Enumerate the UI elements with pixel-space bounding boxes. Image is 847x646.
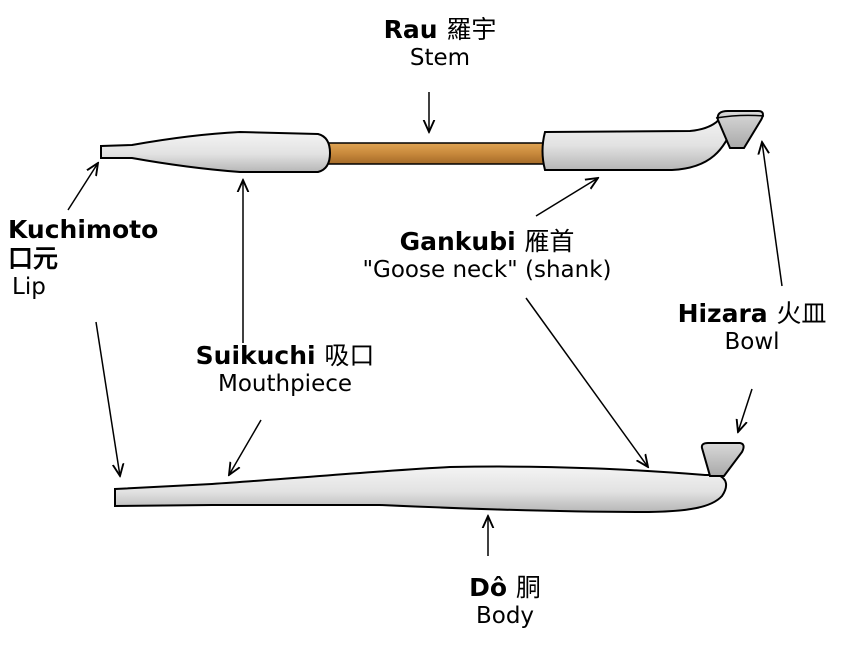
pipe-body-do (114, 465, 728, 514)
arrow-bowl-bottom (738, 388, 753, 432)
rau-kanji: 羅宇 (446, 15, 497, 44)
kuchimoto-english: Lip (12, 273, 46, 300)
arrow-bowl-top (762, 142, 783, 287)
bottom-pipe (114, 442, 745, 514)
arrow-mouthpiece-bottom (229, 419, 262, 475)
mouthpiece-suikuchi (100, 130, 332, 173)
label-rau: Rau 羅宇 Stem (355, 15, 525, 71)
hizara-kanji: 火皿 (776, 299, 827, 328)
label-hizara: Hizara 火皿 Bowl (662, 299, 842, 355)
label-kuchimoto: Kuchimoto 口元 Lip (8, 215, 178, 300)
kuchimoto-kanji: 口元 (8, 243, 59, 273)
rau-romaji: Rau (383, 15, 438, 44)
label-do: Dô 胴 Body (445, 573, 565, 629)
hizara-english: Bowl (724, 328, 780, 355)
hizara-romaji: Hizara (677, 299, 768, 328)
gankubi-romaji: Gankubi (399, 227, 516, 256)
do-romaji: Dô (469, 573, 508, 602)
bowl-hizara (716, 110, 764, 149)
label-suikuchi: Suikuchi 吸口 Mouthpiece (180, 341, 390, 397)
suikuchi-kanji: 吸口 (324, 341, 375, 370)
bottom-bowl (700, 442, 745, 477)
do-english: Body (475, 602, 535, 629)
do-kanji: 胴 (515, 573, 541, 602)
gankubi-kanji: 雁首 (524, 227, 575, 256)
rau-english: Stem (409, 44, 471, 71)
shank-gankubi (541, 113, 735, 171)
arrow-shank-top (535, 178, 598, 217)
arrow-lip-bottom (95, 321, 120, 476)
arrow-shank-bottom (525, 297, 648, 467)
bowl-rim (715, 114, 765, 119)
gankubi-english: "Goose neck" (shank) (362, 256, 612, 283)
top-pipe (100, 110, 765, 173)
kuchimoto-romaji: Kuchimoto (8, 215, 159, 244)
suikuchi-romaji: Suikuchi (195, 341, 316, 370)
arrows (67, 92, 783, 556)
suikuchi-english: Mouthpiece (217, 370, 353, 397)
stem-rau (325, 142, 549, 165)
label-gankubi: Gankubi 雁首 "Goose neck" (shank) (322, 227, 652, 283)
arrow-lip-top (67, 163, 98, 211)
